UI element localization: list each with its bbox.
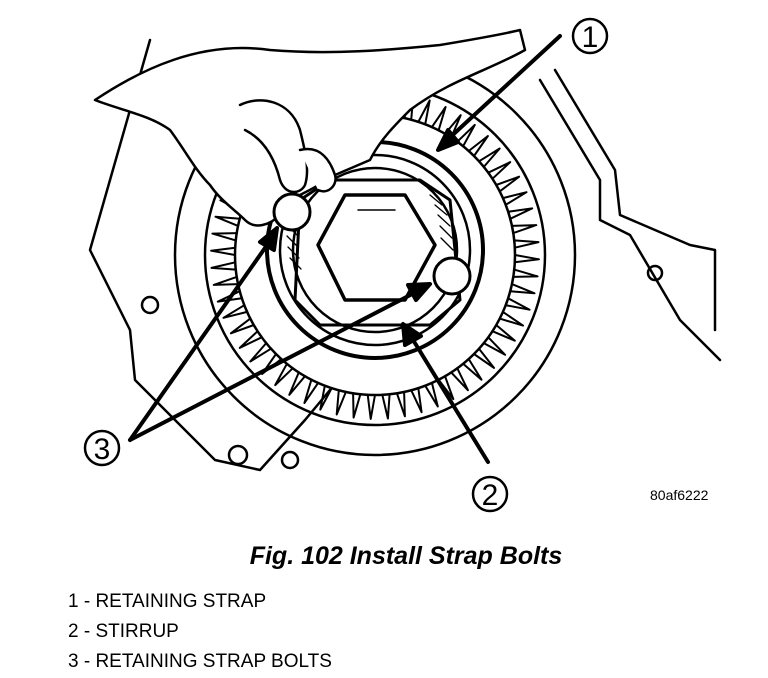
figure-caption: Fig. 102 Install Strap Bolts: [249, 542, 563, 570]
legend-item-3: 3 - RETAINING STRAP BOLTS: [68, 651, 332, 672]
strap-bolt-diagram: 1 2 3: [83, 17, 722, 513]
legend-item-1: 1 - RETAINING STRAP: [68, 591, 267, 612]
callout-1-label: 1: [582, 21, 599, 54]
block-hole-left: [140, 295, 160, 315]
block-hole-right: [646, 264, 664, 282]
legend-list: 1 - RETAINING STRAP 2 - STIRRUP 3 - RETA…: [68, 587, 332, 677]
callout-3-label: 3: [94, 433, 111, 466]
stirrup-ring: [291, 166, 459, 334]
hand-finger: [238, 99, 309, 194]
leader-lines: [128, 34, 562, 464]
engine-block-outline: [88, 38, 332, 472]
engine-block-edge-right: [553, 68, 717, 332]
callout-1: [571, 17, 609, 55]
callout-3: [83, 429, 121, 467]
callout-2-label: 2: [482, 479, 499, 512]
strap-bolt-left: [272, 192, 312, 232]
block-hole-bottom-2: [280, 450, 300, 470]
legend-item-2: 2 - STIRRUP: [68, 621, 179, 642]
engine-block-edge: [538, 78, 722, 362]
block-hole-bottom: [227, 444, 249, 466]
retaining-strap-inner: [278, 153, 472, 347]
hand-finger-2: [298, 147, 337, 193]
technician-hand: [93, 28, 527, 227]
stirrup: [293, 178, 462, 327]
figure-code: 80af6222: [650, 487, 709, 503]
callout-2: [471, 475, 509, 513]
strap-bolt-right: [432, 256, 472, 296]
